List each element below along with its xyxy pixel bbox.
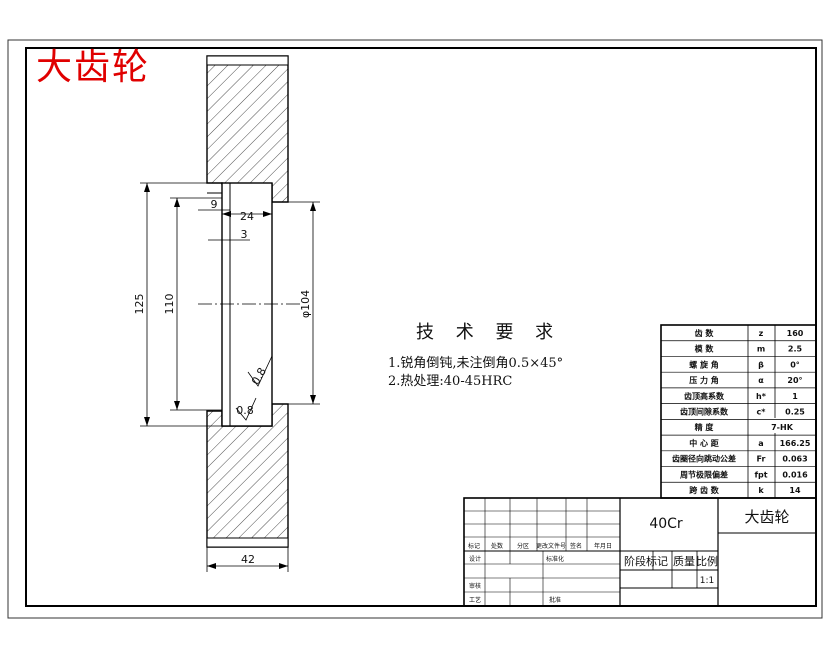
- tb-label-mark: 标记: [468, 542, 480, 550]
- param-name: 齿 数: [695, 328, 715, 338]
- outer-frame: [7, 39, 823, 619]
- param-rows: 齿 数 z 160 模 数 m 2.5 螺 旋 角 β 0° 压 力 角 α 20° 齿顶高系数 h* 1 齿…: [661, 328, 816, 495]
- param-value: 0°: [790, 360, 800, 369]
- param-name: 齿顶高系数: [684, 391, 725, 401]
- dim-3: 3: [241, 228, 248, 241]
- param-value: 166.25: [780, 439, 811, 448]
- param-value: 20°: [787, 376, 802, 385]
- tb-approve: 批准: [549, 596, 561, 604]
- param-name: 中 心 距: [689, 438, 719, 448]
- param-symbol: a: [758, 439, 763, 448]
- tech-requirement-1: 1.锐角倒钝,未注倒角0.5×45°: [388, 356, 564, 371]
- param-symbol: z: [759, 329, 764, 338]
- tb-review: 审核: [469, 582, 481, 590]
- param-name: 螺 旋 角: [689, 359, 719, 369]
- param-name: 周节极限偏差: [680, 469, 728, 479]
- param-value: 0.016: [782, 470, 808, 479]
- scale-label: 比例: [696, 554, 718, 568]
- param-symbol: fpt: [754, 470, 767, 479]
- dim-24: 24: [240, 210, 254, 223]
- dim-42: 42: [241, 553, 255, 566]
- tb-design: 设计: [469, 555, 481, 563]
- gear-section: [198, 55, 300, 548]
- scale-value: 1:1: [700, 576, 714, 586]
- param-symbol: m: [757, 345, 765, 354]
- param-value: 1: [792, 392, 798, 401]
- param-value: 7-HK: [771, 423, 794, 432]
- param-symbol: β: [758, 360, 764, 369]
- tb-process: 工艺: [469, 596, 481, 604]
- dim-phi104: φ104: [299, 290, 312, 318]
- dimension-arrows: [144, 183, 316, 569]
- param-value: 0.063: [782, 455, 807, 464]
- param-symbol: α: [758, 376, 764, 385]
- drawing-title: 大齿轮: [36, 47, 151, 88]
- part-name: 大齿轮: [744, 508, 789, 526]
- param-symbol: Fr: [757, 455, 766, 464]
- param-name: 精 度: [695, 422, 715, 432]
- material: 40Cr: [649, 516, 683, 532]
- stage-label: 阶段标记: [624, 554, 668, 568]
- param-value: 160: [787, 329, 804, 338]
- tech-requirement-2: 2.热处理:40-45HRC: [388, 374, 513, 389]
- dim-110: 110: [163, 294, 176, 315]
- param-name: 模 数: [695, 344, 715, 354]
- param-name: 跨 齿 数: [689, 485, 720, 495]
- tb-label-change-doc: 更改文件号: [536, 542, 566, 550]
- param-name: 压 力 角: [689, 375, 719, 385]
- param-symbol: c*: [757, 408, 767, 417]
- tech-requirements-heading: 技 术 要 求: [416, 322, 562, 343]
- param-value: 14: [789, 486, 801, 495]
- title-block: [463, 497, 817, 607]
- dim-9: 9: [211, 198, 218, 211]
- title-block-text: 40Cr 大齿轮 阶段标记 质量 比例 1:1 标记 处数 分区 更改文件号 签…: [468, 508, 790, 604]
- param-value: 0.25: [785, 408, 805, 417]
- tb-label-date: 年月日: [594, 542, 612, 550]
- tb-label-sign: 签名: [570, 542, 582, 550]
- param-symbol: k: [758, 486, 764, 495]
- roughness-2: 0.8: [236, 404, 254, 417]
- param-value: 2.5: [788, 345, 803, 354]
- tb-label-zone: 分区: [517, 542, 529, 550]
- weight-label: 质量: [673, 555, 695, 568]
- param-name: 齿圈径向跳动公差: [672, 454, 736, 464]
- dim-125: 125: [133, 294, 146, 315]
- param-symbol: h*: [756, 392, 767, 401]
- tb-standardize: 标准化: [546, 555, 564, 563]
- param-name: 齿顶间隙系数: [680, 407, 729, 417]
- tb-label-count: 处数: [491, 542, 503, 550]
